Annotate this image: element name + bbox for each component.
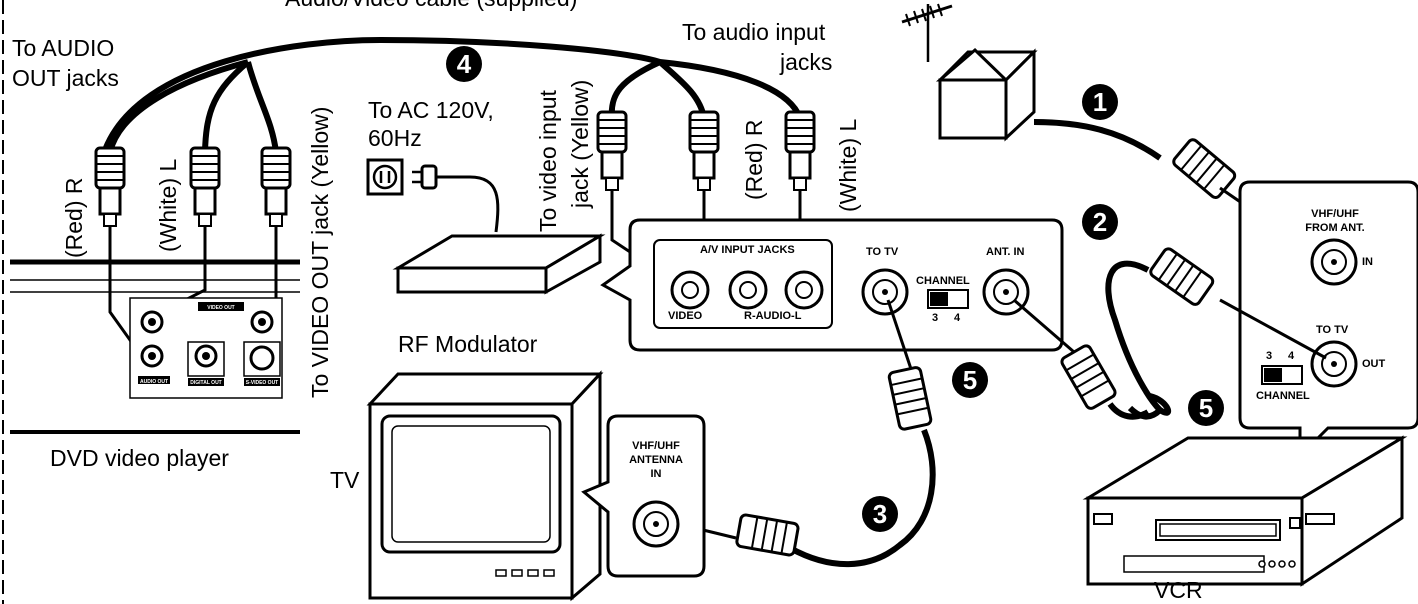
video-jack-label: VIDEO <box>668 310 703 322</box>
vcr-out-lead <box>1219 298 1327 360</box>
rca-plug-red-mod <box>688 110 720 192</box>
vcr-from-ant-label-1: VHF/UHF <box>1311 208 1359 220</box>
dvd-audio-out-text: AUDIO OUT <box>140 379 168 385</box>
coax-plug-mod-ant <box>1058 342 1119 412</box>
power-cord <box>436 175 500 233</box>
av-cable-branch-r-in <box>657 59 707 119</box>
coax-plug-tv <box>734 512 801 558</box>
av-cable-branch-l <box>202 59 250 153</box>
ac-power-label-2: 60Hz <box>368 125 422 151</box>
dvd-digital-out-text: DIGITAL OUT <box>190 380 221 386</box>
coax-cable-2c <box>1107 402 1150 420</box>
rca-plug-white-mod <box>784 110 816 192</box>
tv-set <box>366 370 604 602</box>
tv-antenna-label-2: ANTENNA <box>629 454 683 466</box>
vcr-unit <box>1082 435 1408 587</box>
tv-antenna-label-3: IN <box>650 468 662 480</box>
vcr-ch-4-label: 4 <box>1288 350 1295 362</box>
rf-modulator-box <box>392 233 606 295</box>
video-input-label-2: jack (Yellow) <box>567 79 593 208</box>
audio-out-label-1: To AUDIO <box>12 35 115 61</box>
audio-input-label-2: jacks <box>780 49 833 75</box>
white-l-left-label: (White) L <box>155 158 181 252</box>
dvd-player <box>10 259 300 434</box>
ac-outlet-icon <box>366 158 404 196</box>
video-out-yellow-label: To VIDEO OUT jack (Yellow) <box>307 106 333 398</box>
step-4-badge: 4 <box>446 46 482 82</box>
av-cable <box>102 36 661 152</box>
step-5-badge-mod: 5 <box>952 362 988 398</box>
dvd-svideo-out-jack <box>249 345 275 371</box>
mod-to-tv-lead <box>886 299 914 373</box>
mod-channel-label: CHANNEL <box>916 275 970 287</box>
dvd-video-out-text: VIDEO OUT <box>207 305 235 311</box>
vcr-in-label: IN <box>1362 256 1373 268</box>
vcr-out-label: OUT <box>1362 358 1386 370</box>
rf-modulator-label: RF Modulator <box>398 331 538 357</box>
coax-cable-2 <box>1105 260 1172 416</box>
step-1-badge: 1 <box>1082 84 1118 120</box>
coax-cable-3 <box>788 428 936 568</box>
antenna-cable <box>1033 119 1162 161</box>
vcr-from-ant-label-2: FROM ANT. <box>1305 222 1365 234</box>
vcr-channel-switch[interactable] <box>1261 365 1303 385</box>
mod-ant-in-label: ANT. IN <box>986 246 1025 258</box>
tv-antenna-label-1: VHF/UHF <box>632 440 680 452</box>
av-cable-branch-v <box>245 61 279 153</box>
vcr-to-tv-label: TO TV <box>1316 324 1349 336</box>
dvd-svideo-out-text: S-VIDEO OUT <box>246 380 279 386</box>
tv-label: TV <box>330 467 360 493</box>
av-cable-branch-r <box>107 59 249 153</box>
house-icon <box>935 47 1038 142</box>
coax-plug-vcr-out <box>1147 245 1217 308</box>
step-3-badge: 3 <box>862 496 898 532</box>
vcr-ch-3-label: 3 <box>1266 350 1273 362</box>
av-cable-branch-l-in <box>659 59 803 120</box>
step-5-badge-vcr: 5 <box>1188 390 1224 426</box>
red-r-right-label: (Red) R <box>741 119 767 200</box>
audio-out-label-2: OUT jacks <box>12 65 119 91</box>
coax-plug-antenna <box>1170 136 1239 202</box>
audio-input-label-1: To audio input <box>682 19 826 45</box>
av-input-jacks-label: A/V INPUT JACKS <box>696 244 799 257</box>
cable-title: Audio/Video cable (supplied) <box>285 0 577 12</box>
r-audio-l-label: R-AUDIO-L <box>744 310 802 322</box>
white-l-right-label: (White) L <box>835 118 861 212</box>
rca-plug-white-dvd <box>189 146 221 228</box>
dvd-player-label: DVD video player <box>50 445 229 471</box>
step-2-badge: 2 <box>1082 204 1118 240</box>
vcr-label: VCR <box>1154 577 1203 603</box>
antenna-icon <box>901 3 953 62</box>
video-input-label-1: To video input <box>535 90 561 232</box>
vcr-channel-label: CHANNEL <box>1256 390 1310 402</box>
mod-channel-switch[interactable] <box>927 289 969 309</box>
red-r-left-label: (Red) R <box>61 177 87 258</box>
rca-plug-yellow-dvd <box>260 146 292 228</box>
ac-power-label-1: To AC 120V, <box>368 97 494 123</box>
coax-plug-mod-to-tv <box>886 365 934 432</box>
mod-ch-4-label: 4 <box>954 312 961 324</box>
mod-ch-3-label: 3 <box>932 312 939 324</box>
mod-to-tv-label: TO TV <box>866 246 899 258</box>
rca-plug-yellow-mod <box>596 110 628 192</box>
rca-plug-red-dvd <box>94 146 126 228</box>
av-cable-branch-video-in <box>608 59 662 119</box>
mod-ant-lead <box>1013 298 1075 354</box>
power-plug-icon <box>412 164 438 190</box>
